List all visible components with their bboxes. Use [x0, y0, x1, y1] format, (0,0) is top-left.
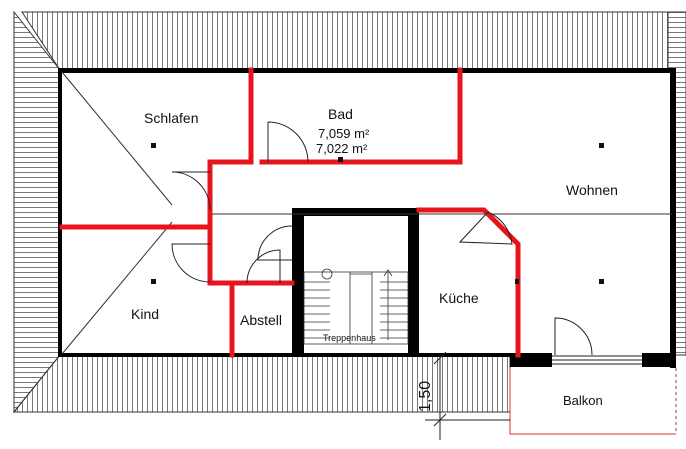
dimension-line: [425, 351, 510, 440]
stair-wall-left: [292, 208, 304, 356]
door-bad: [267, 121, 309, 163]
label-bad: Bad: [328, 106, 353, 122]
label-dimension: 1,50: [417, 381, 434, 412]
balcony: [509, 368, 677, 435]
wall-north: [60, 68, 676, 73]
label-treppenhaus: Treppenhaus: [323, 333, 376, 343]
label-abstell: Abstell: [240, 312, 282, 328]
hip-lines: [61, 71, 672, 355]
label-schlafen: Schlafen: [144, 110, 198, 126]
label-kind: Kind: [131, 306, 159, 322]
wall-south-left: [60, 353, 510, 357]
wall-south-balkon-right: [642, 353, 676, 367]
roof-top-hatch: [21, 11, 669, 71]
door-kueche: [458, 211, 513, 245]
door-schlafen: [171, 171, 211, 211]
label-balkon: Balkon: [563, 393, 603, 408]
label-bad-area-2: 7,022 m²: [316, 141, 368, 156]
wall-west: [58, 68, 62, 357]
label-kueche: Küche: [439, 290, 479, 306]
ceiling-markers: [151, 143, 604, 284]
label-wohnen: Wohnen: [566, 182, 618, 198]
staircase: [303, 268, 409, 345]
roof-hatching: [12, 10, 686, 414]
roof-bottom-hatch: [12, 354, 511, 413]
roof-left-hatch: [13, 10, 61, 414]
stair-wall-right: [408, 208, 419, 356]
wall-east: [670, 68, 676, 368]
door-kind: [171, 243, 211, 283]
stair-wall-top: [292, 208, 419, 216]
new-walls: [59, 67, 521, 358]
door-balkon: [554, 317, 593, 356]
doors: [171, 121, 642, 365]
door-flur: [257, 225, 293, 261]
label-bad-area-1: 7,059 m²: [318, 126, 370, 141]
